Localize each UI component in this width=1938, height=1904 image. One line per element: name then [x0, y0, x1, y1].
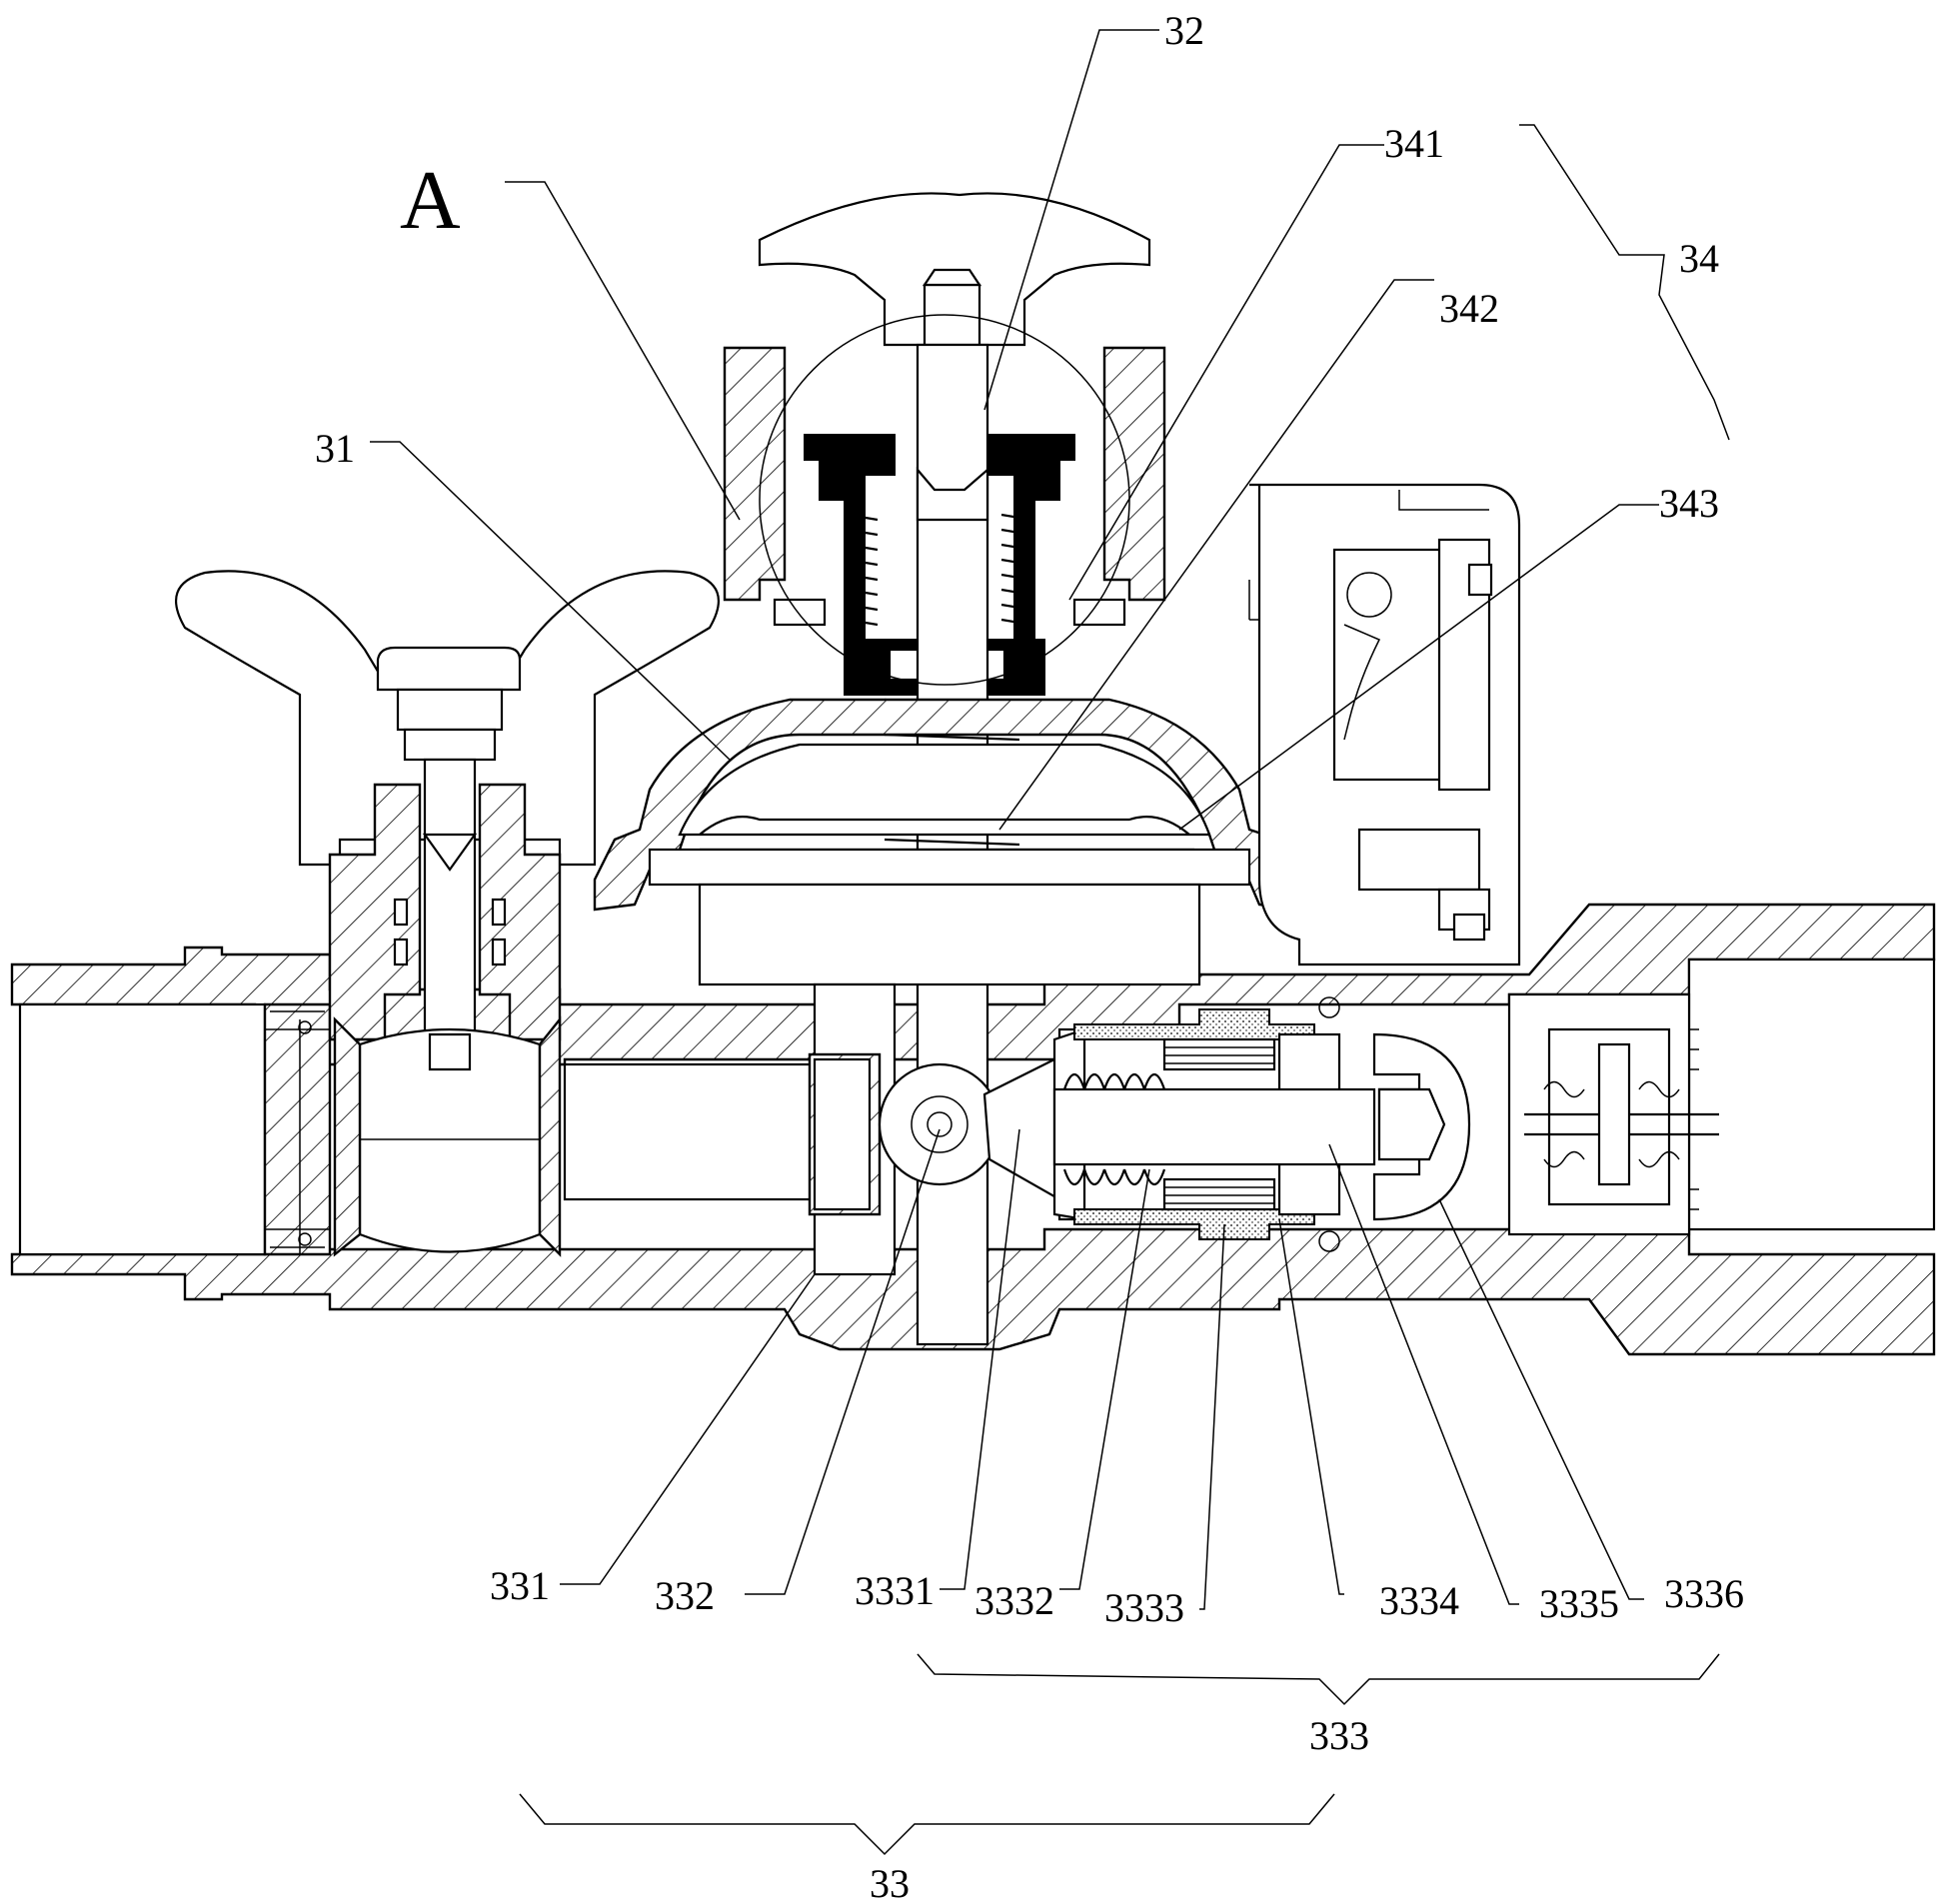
label-34: 34 — [1679, 236, 1719, 281]
label-341: 341 — [1384, 121, 1444, 166]
side-control-housing — [1249, 485, 1519, 964]
label-3335: 3335 — [1539, 1581, 1619, 1626]
label-332: 332 — [655, 1573, 715, 1618]
rotating-disc-332 — [880, 1064, 999, 1184]
label-331: 331 — [490, 1563, 550, 1608]
label-33: 33 — [870, 1861, 910, 1904]
label-333: 333 — [1309, 1713, 1369, 1758]
label-3336: 3336 — [1664, 1571, 1744, 1616]
label-31: 31 — [315, 426, 355, 471]
label-32: 32 — [1164, 8, 1204, 53]
detail-marker-a: A — [400, 154, 461, 247]
label-3332: 3332 — [974, 1578, 1054, 1623]
label-343: 343 — [1659, 481, 1719, 526]
label-3333: 3333 — [1104, 1585, 1184, 1630]
label-3334: 3334 — [1379, 1578, 1459, 1623]
label-342: 342 — [1439, 286, 1499, 331]
label-3331: 3331 — [855, 1568, 935, 1613]
outlet-check-valve — [1509, 994, 1719, 1234]
